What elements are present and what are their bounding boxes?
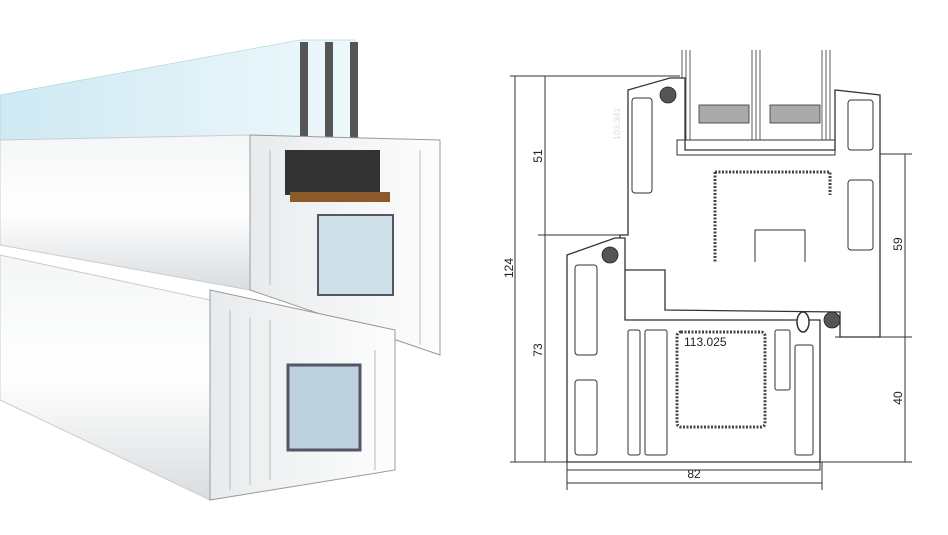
dimension-lines xyxy=(510,75,912,490)
spacer-bar xyxy=(285,150,380,195)
reinforcement-part-number: 113.025 xyxy=(684,335,727,349)
glass-edge xyxy=(300,42,308,152)
hardware-groove xyxy=(754,229,806,262)
frame-body xyxy=(0,254,211,501)
sash-reinforcement xyxy=(713,170,832,262)
profile-3d-render xyxy=(0,39,441,501)
glazing xyxy=(681,50,831,140)
technical-drawing: 113.025 103.341 124 51 73 59 40 82 xyxy=(502,50,912,490)
glass-edge xyxy=(325,42,333,152)
dim-lower-height: 73 xyxy=(531,343,545,357)
frame-reinforcement xyxy=(675,330,767,429)
glass-edge xyxy=(350,42,358,152)
frame-base xyxy=(567,461,821,471)
glazing-bead xyxy=(676,139,836,156)
frame-steel-reinforcement xyxy=(286,363,362,452)
sash-part-number: 103.341 xyxy=(612,107,622,140)
gasket xyxy=(601,246,619,264)
dim-total-height: 124 xyxy=(502,258,516,278)
gasket xyxy=(796,311,810,333)
dim-depth: 82 xyxy=(687,467,701,481)
frame-chambers xyxy=(574,264,814,456)
dim-frame-height: 40 xyxy=(891,391,905,405)
spacer-wood xyxy=(290,192,390,202)
gasket xyxy=(823,311,841,329)
dim-upper-height: 51 xyxy=(531,149,545,163)
dim-sash-height: 59 xyxy=(891,237,905,251)
sash-outline xyxy=(619,77,881,338)
gasket xyxy=(659,86,677,104)
sash-steel-reinforcement xyxy=(317,214,394,296)
